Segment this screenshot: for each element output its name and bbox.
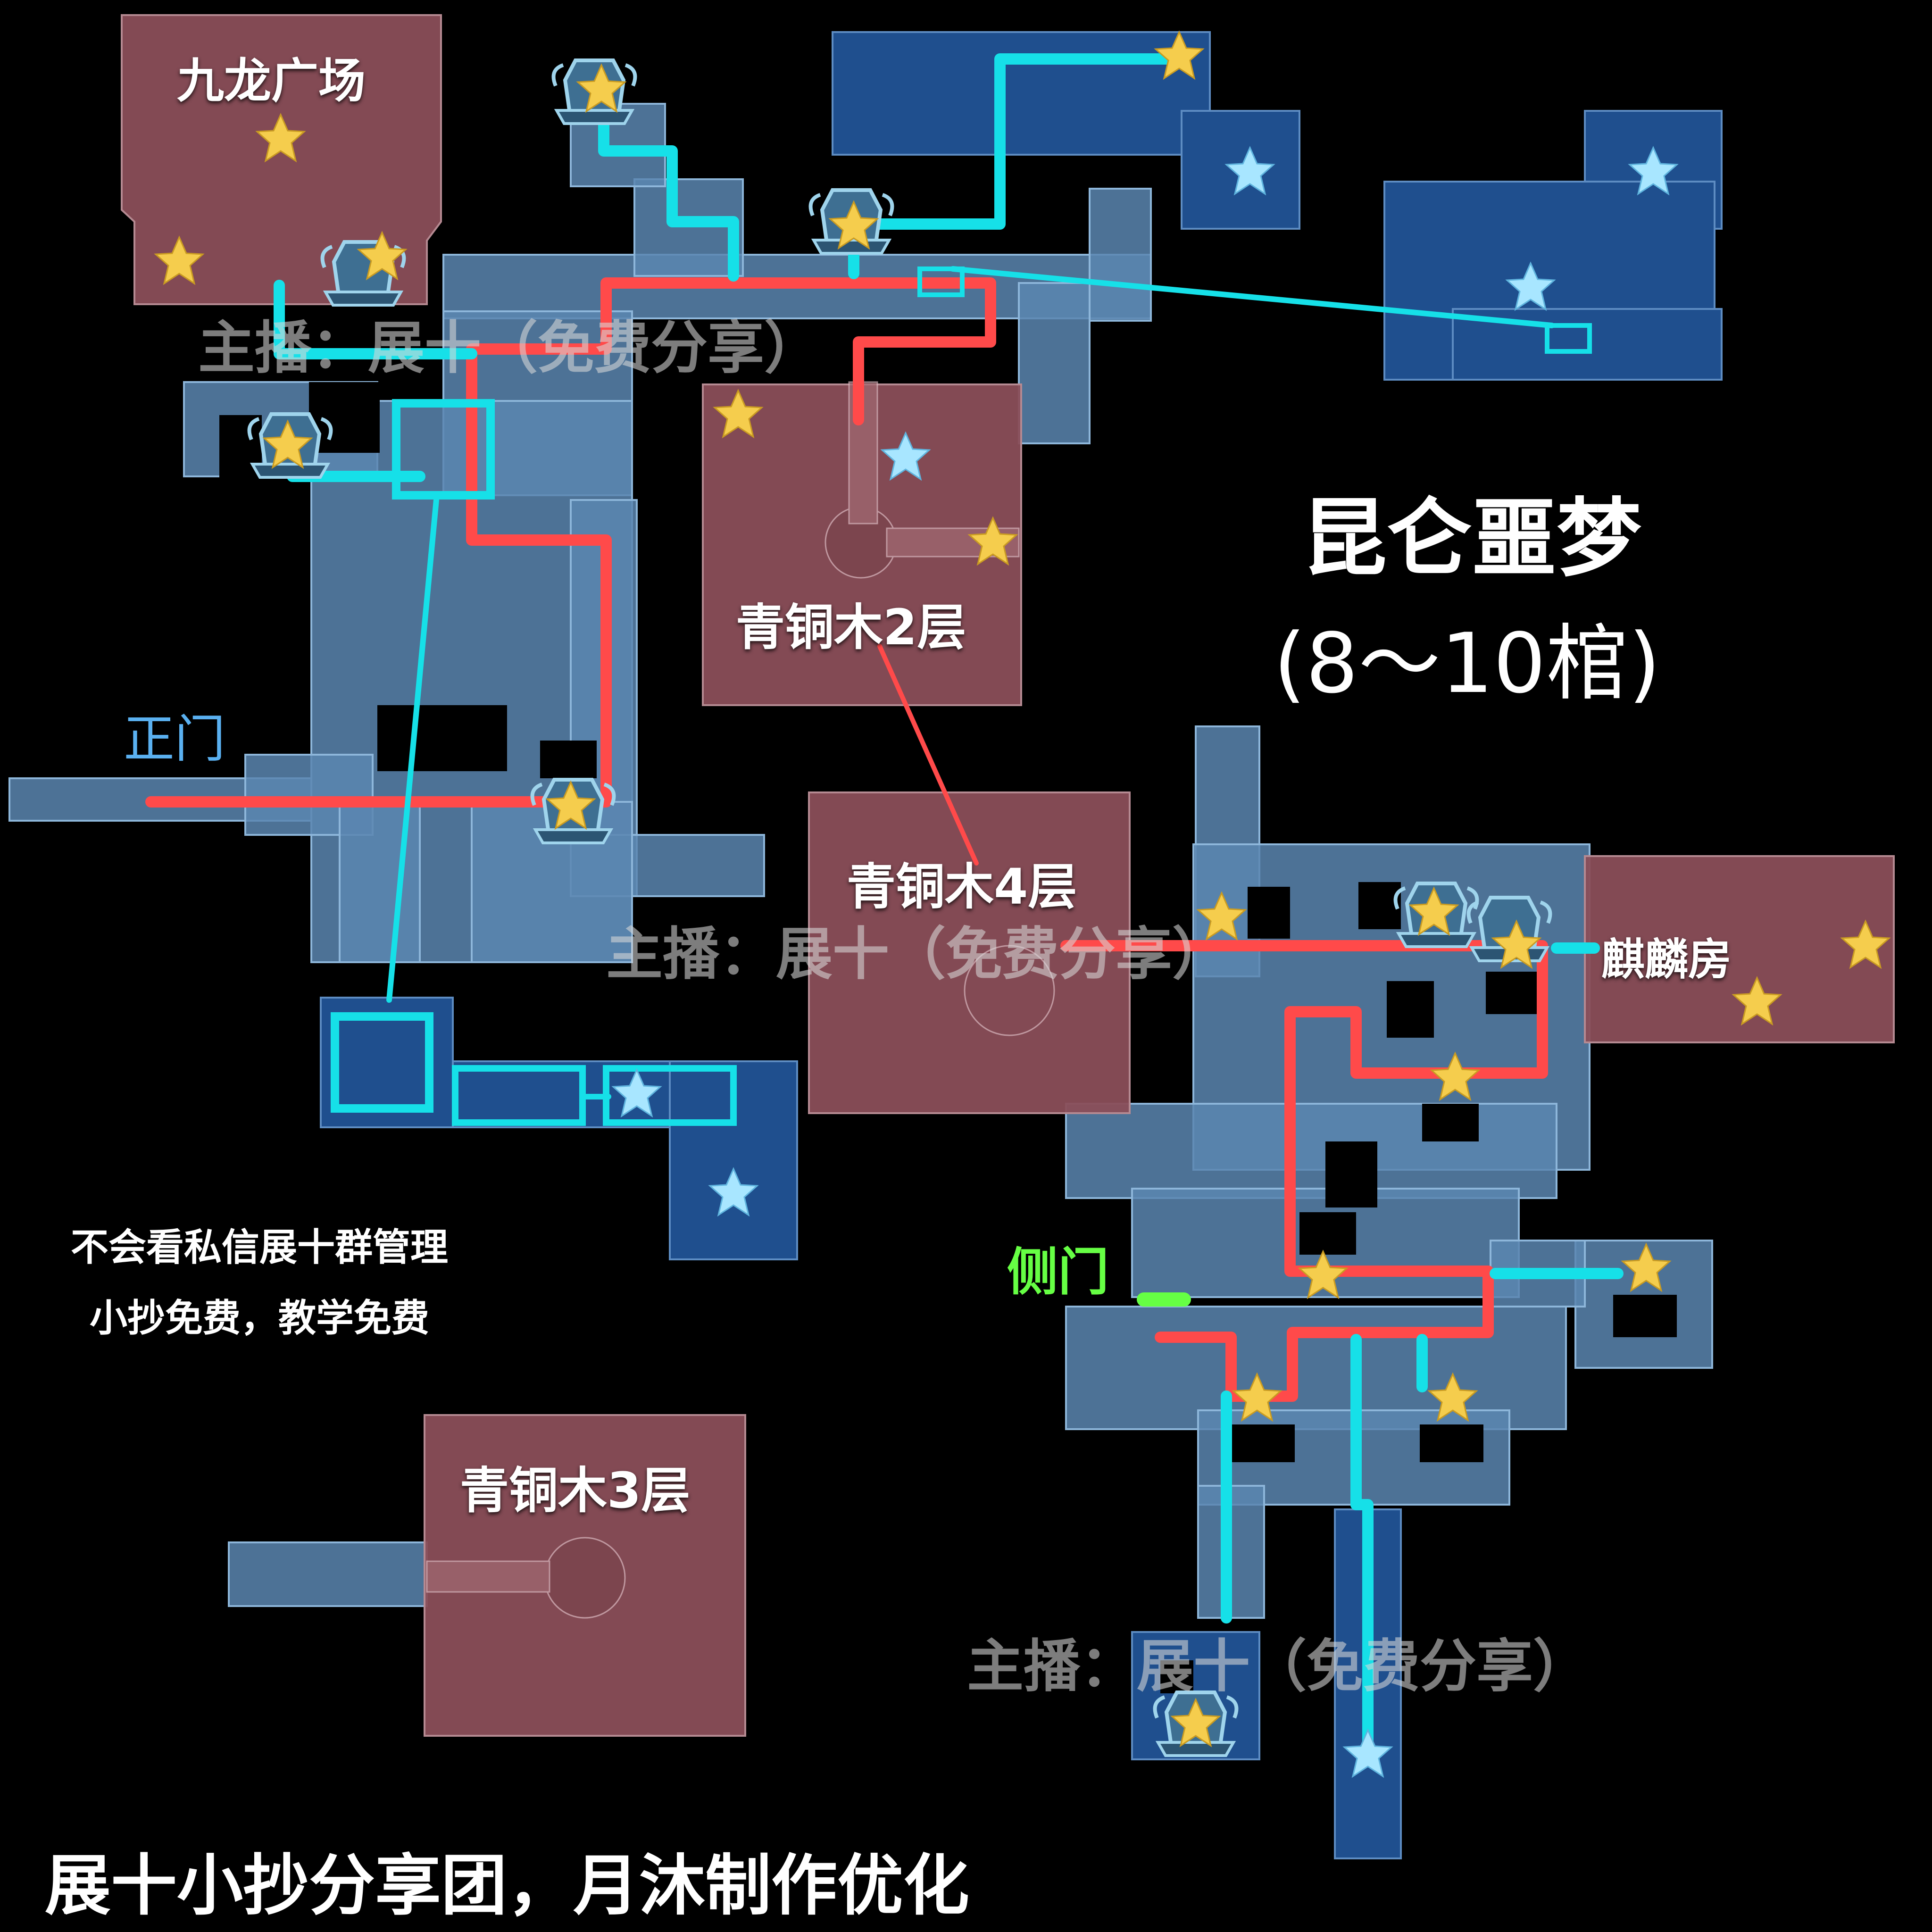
- box-room: [1545, 323, 1592, 354]
- side-gate-label: 侧门: [1007, 1243, 1109, 1302]
- hole: [309, 382, 380, 453]
- hole: [377, 705, 507, 771]
- room-jiulong: [121, 14, 442, 305]
- corridor: [633, 178, 744, 277]
- box-room: [331, 1012, 433, 1113]
- hole: [1160, 1660, 1193, 1693]
- note-line-1: 不会看私信展十群管理: [71, 1225, 448, 1269]
- route-cyan-top: [598, 98, 739, 282]
- cyan-boxes: [331, 266, 1592, 1126]
- room-label-jiulong: 九龙广场: [177, 53, 366, 108]
- watermark: 主播：展十（免费分享）: [606, 922, 1229, 987]
- stair-bronze4: [964, 945, 1055, 1036]
- corridor: [228, 1541, 428, 1607]
- map-title: 昆仑噩梦: [1302, 490, 1642, 588]
- room-label-bronze3: 青铜木3层: [460, 1462, 691, 1519]
- hole: [1387, 981, 1434, 1038]
- dark-room: [832, 31, 1211, 156]
- hole: [1422, 1104, 1479, 1141]
- hole: [1613, 1295, 1677, 1337]
- route-cyan-s2: [1350, 1334, 1374, 1760]
- main-gate-label: 正门: [124, 710, 226, 769]
- hole: [1299, 1212, 1356, 1255]
- route-cyan-thin-east: [950, 266, 1555, 328]
- corridor: [1018, 282, 1091, 444]
- box-room: [917, 266, 965, 297]
- watermark: 主播：展十（免费分享）: [198, 316, 821, 381]
- room-label-qilin: 麒麟房: [1601, 934, 1732, 985]
- route-cyan-left: [274, 280, 477, 359]
- hole: [1420, 1424, 1483, 1462]
- footer-credit: 展十小抄分享团，月沐制作优化: [45, 1848, 970, 1924]
- hole: [1231, 1424, 1295, 1462]
- watermark: 主播：展十（免费分享）: [967, 1634, 1590, 1699]
- room-qilin: [1584, 855, 1895, 1043]
- map-subtitle: (8～10棺): [1274, 616, 1661, 712]
- corridor: [1089, 188, 1152, 322]
- hole: [1358, 882, 1401, 929]
- hole: [540, 741, 597, 778]
- route-red-main: [145, 277, 996, 808]
- box-room: [452, 1065, 586, 1126]
- route-red-bronze2-to-4: [877, 644, 979, 866]
- corridor: [1065, 1103, 1557, 1199]
- room-label-bronze4: 青铜木4层: [847, 858, 1077, 916]
- note-line-2: 小抄免费，教学免费: [90, 1296, 429, 1340]
- stair-bronze3: [544, 1537, 626, 1619]
- hole: [1325, 1141, 1377, 1208]
- route-cyan-thin-south: [386, 497, 439, 1003]
- room-label-bronze2: 青铜木2层: [736, 599, 966, 656]
- holes: [219, 382, 1677, 1693]
- hole: [1486, 972, 1542, 1014]
- box-room: [392, 399, 495, 500]
- box-room: [603, 1065, 737, 1126]
- stair-ramp: [426, 1560, 550, 1593]
- hole: [1248, 887, 1290, 939]
- room-bronze4: [808, 791, 1131, 1114]
